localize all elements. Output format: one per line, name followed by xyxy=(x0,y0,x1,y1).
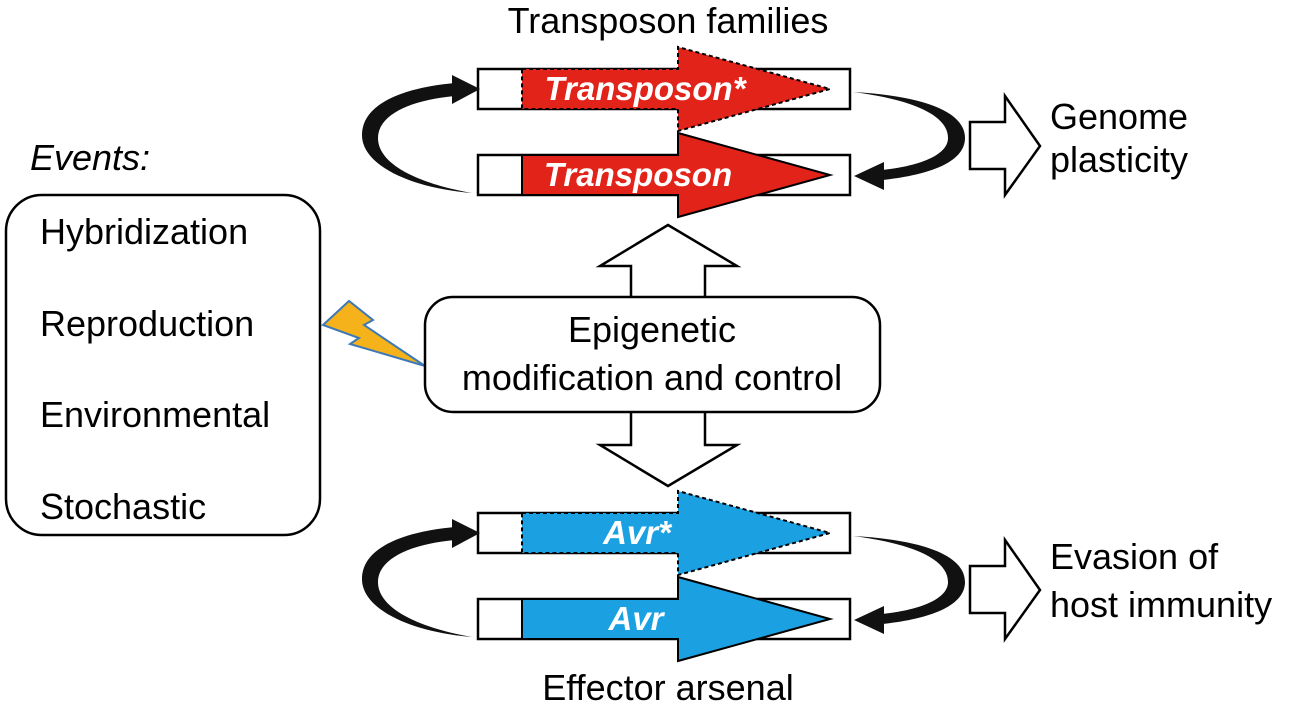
transposon-label: Transposon xyxy=(544,156,732,193)
outcome-bottom-line2: host immunity xyxy=(1050,584,1272,625)
up-arrow-to-transposons xyxy=(595,223,742,300)
events-heading: Events: xyxy=(30,137,150,178)
transposon-variant-arrow xyxy=(521,45,834,133)
transposon-arrow xyxy=(521,131,834,219)
lightning-bolt-outline xyxy=(321,299,426,367)
event-item: Hybridization xyxy=(40,211,248,252)
events-box xyxy=(4,193,322,537)
avr-arrow xyxy=(521,575,834,663)
center-box-line1: Epigenetic xyxy=(568,309,736,350)
center-box-line2: modification and control xyxy=(462,357,842,398)
right-cycle-arrowhead-bottom xyxy=(854,606,884,634)
title-transposon-families: Transposon families xyxy=(508,0,829,41)
evasion-outcome-arrow xyxy=(968,536,1042,643)
transposon-variant-label: Transposon* xyxy=(544,70,747,107)
outcome-bottom-line1: Evasion of xyxy=(1050,536,1219,577)
left-cycle-arrow-bottom xyxy=(362,527,472,637)
event-item: Reproduction xyxy=(40,303,254,344)
left-cycle-arrow-top xyxy=(362,83,472,193)
left-cycle-arrowhead-bottom xyxy=(452,519,480,548)
epigenetic-control-box xyxy=(423,295,882,414)
genome-plasticity-outcome-arrow xyxy=(968,92,1042,199)
outcome-top-line1: Genome xyxy=(1050,96,1188,137)
transposon-gene-pair: Transposon* Transposon xyxy=(362,45,965,219)
right-cycle-arrow-bottom xyxy=(853,536,965,624)
avr-variant-label: Avr* xyxy=(602,514,673,551)
down-arrow-to-effectors xyxy=(595,409,742,488)
avr-label: Avr xyxy=(607,600,665,637)
avr-variant-arrow xyxy=(521,489,834,577)
left-cycle-arrowhead-top xyxy=(452,75,480,104)
title-effector-arsenal: Effector arsenal xyxy=(542,667,793,706)
avr-gene-pair: Avr* Avr xyxy=(362,489,965,663)
event-item: Environmental xyxy=(40,394,270,435)
right-cycle-arrowhead-top xyxy=(854,162,884,190)
outcome-top-line2: plasticity xyxy=(1050,139,1188,180)
event-item: Stochastic xyxy=(40,486,206,527)
right-cycle-arrow-top xyxy=(853,92,965,180)
